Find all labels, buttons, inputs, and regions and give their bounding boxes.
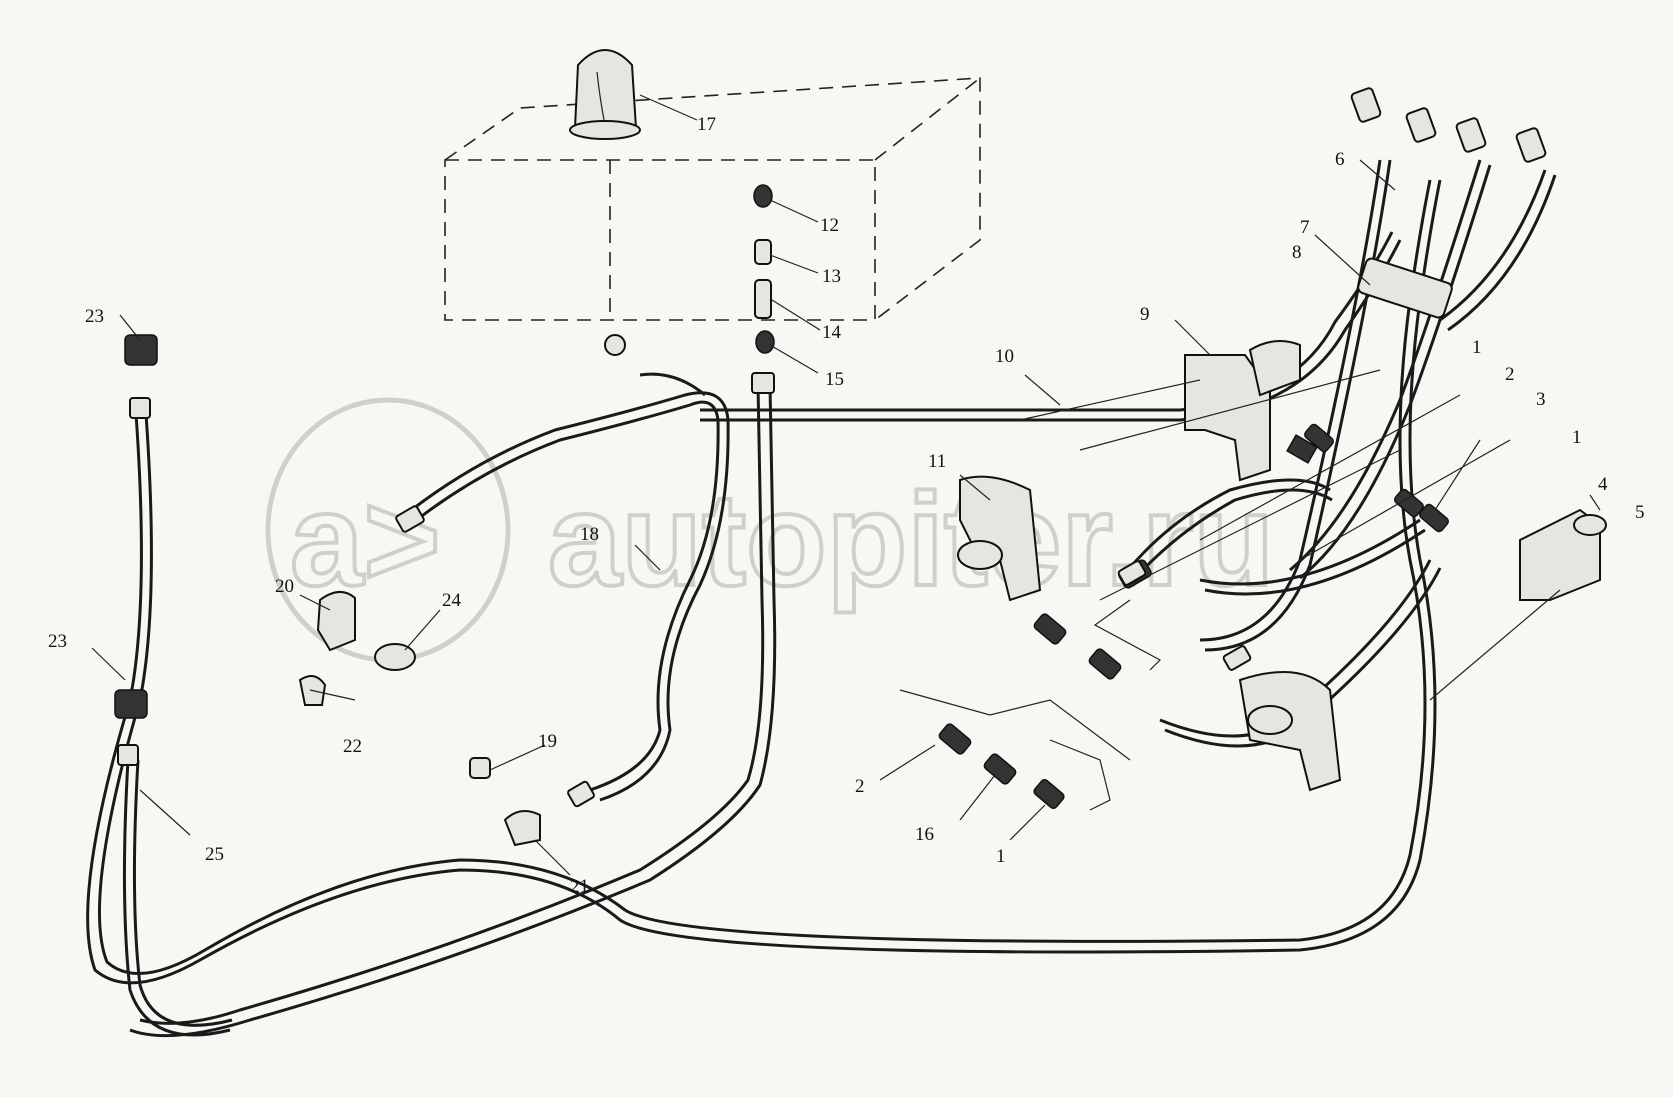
callout-1-mid: 1 [1572,427,1582,448]
callout-23-top: 23 [85,306,104,327]
leader-lines [91,94,1601,876]
callout-15: 15 [825,369,844,390]
callout-24: 24 [442,590,462,611]
callout-2-top: 2 [1505,364,1515,385]
callout-21: 21 [570,876,589,897]
callout-18: 18 [580,524,599,545]
callout-3: 3 [1536,389,1546,410]
callout-5: 5 [1635,502,1645,523]
callout-labels: 17 12 13 14 15 6 7 8 9 10 1 2 3 1 4 5 11… [48,114,1645,897]
callout-23-bottom: 23 [48,631,67,652]
callout-20: 20 [275,576,294,597]
callout-14: 14 [822,322,842,343]
callout-12: 12 [820,215,839,236]
callout-11: 11 [928,451,946,472]
callout-4: 4 [1598,474,1608,495]
callout-1-top: 1 [1472,337,1482,358]
callout-7: 7 [1300,217,1310,238]
fittings [114,87,1607,847]
oil-tank [444,77,981,321]
callout-19: 19 [538,731,557,752]
callout-2-bottom: 2 [855,776,865,797]
callout-22: 22 [343,736,362,757]
callout-8: 8 [1292,242,1302,263]
callout-10: 10 [995,346,1014,367]
callout-1-bottom: 1 [996,846,1006,867]
callout-9: 9 [1140,304,1150,325]
callout-16: 16 [915,824,934,845]
callout-17: 17 [697,114,716,135]
bracket-outlines [899,369,1561,811]
filler-cap [569,49,641,140]
callout-6: 6 [1335,149,1345,170]
watermark-site: autopiter.ru [548,466,1274,613]
watermark-mark: a> [290,466,441,613]
watermark: a> autopiter.ru [265,397,1276,663]
callout-25: 25 [205,844,224,865]
callout-13: 13 [822,266,841,287]
